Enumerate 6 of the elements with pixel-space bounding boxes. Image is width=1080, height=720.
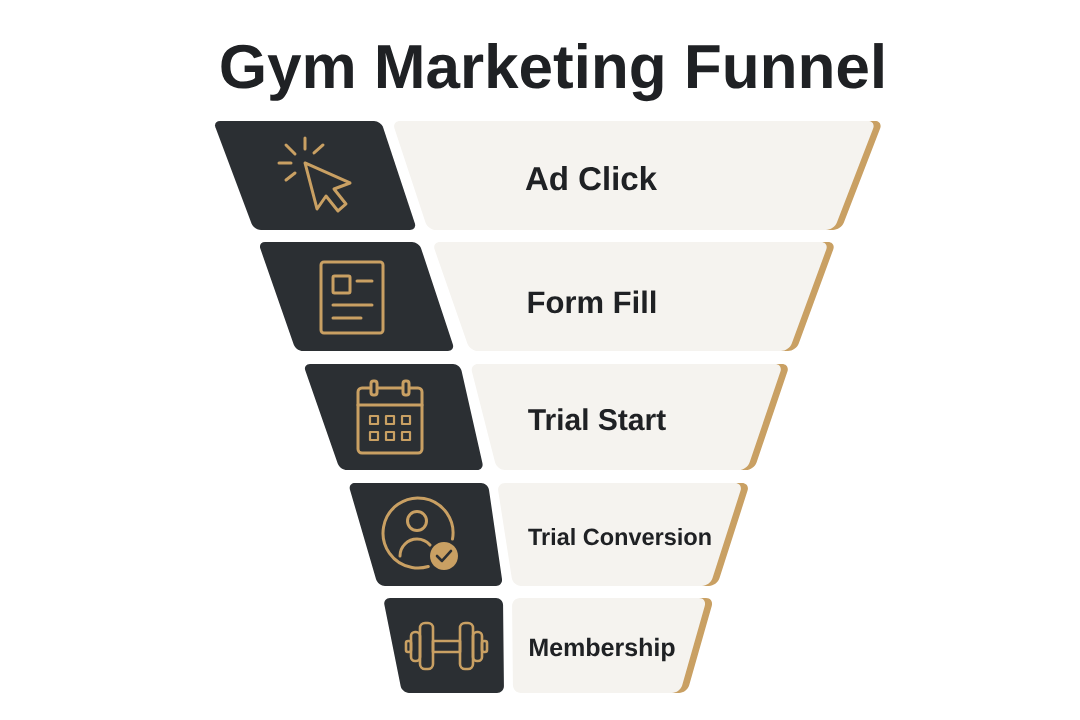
funnel-band: Trial Conversion [498, 483, 748, 586]
title: Gym Marketing Funnel [221, 43, 883, 102]
funnel-band: Ad Click [394, 121, 881, 230]
funnel-band: Membership [512, 598, 713, 693]
funnel-band: Trial Start [471, 364, 788, 470]
funnel-band: Form Fill [434, 242, 834, 351]
